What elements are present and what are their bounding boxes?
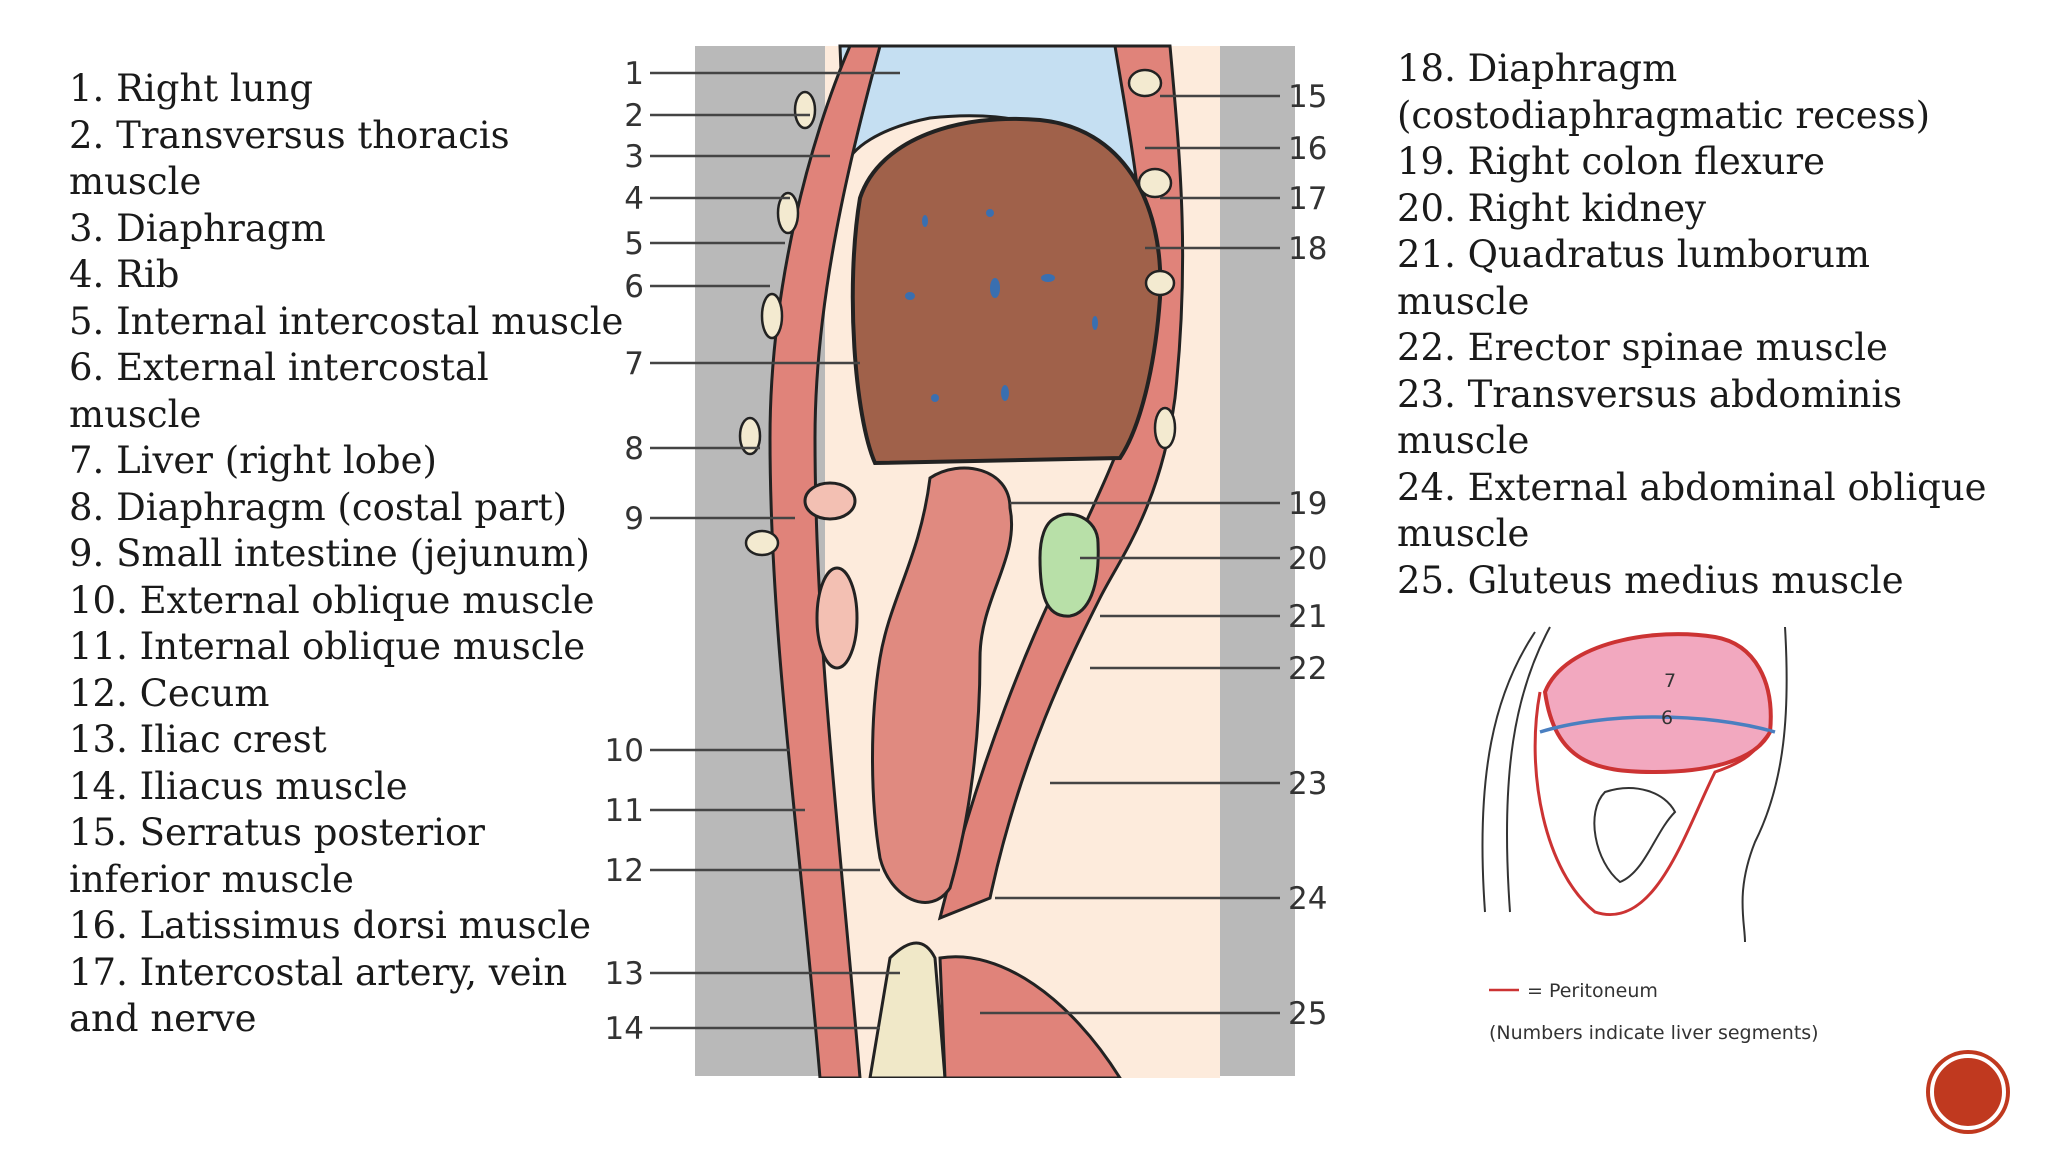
anterior-body-wall: [768, 44, 882, 1078]
legend-item: 1. Right lung: [69, 67, 314, 110]
figure-number: 8: [624, 431, 644, 467]
legend-item: 18. Diaphragm (costodiaphragmatic recess…: [1397, 47, 1931, 137]
inset-intestine: [1593, 787, 1677, 884]
inset-liver: [1542, 632, 1773, 775]
inset-segment-number: 7: [1664, 670, 1676, 692]
background-panel-right: [1220, 46, 1295, 1076]
figure-number: 17: [1288, 181, 1327, 217]
figure-number: 14: [605, 1011, 644, 1047]
liver-vessels: [905, 209, 1098, 402]
anatomy-figure: 1 2 3 4 5 6 7 8 9 10 11 12 13 14 15 16 1…: [605, 44, 1327, 1078]
legend-item: 8. Diaphragm (costal part): [69, 485, 568, 529]
figure-number: 11: [605, 793, 644, 829]
figure-number: 1: [624, 56, 644, 92]
figure-number: 4: [624, 181, 644, 217]
inset-body-outline: [1505, 626, 1551, 913]
legend-item: 24. External abdominal oblique muscle: [1397, 465, 1987, 556]
legend-item: 13. Iliac crest: [69, 718, 327, 761]
figure-number: 23: [1288, 766, 1327, 802]
legend-item: 6. External intercostal muscle: [69, 346, 489, 436]
inset-body-outline: [1481, 631, 1536, 913]
inset-body-outline: [1741, 626, 1788, 943]
figure-number: 18: [1288, 231, 1327, 267]
figure-number: 15: [1288, 79, 1327, 115]
kidney-shape: [1038, 512, 1100, 618]
inset-segment-divider: [1539, 715, 1776, 734]
figure-number: 3: [624, 139, 644, 175]
inset-note: (Numbers indicate liver segments): [1489, 1022, 1819, 1044]
legend-left: 1. Right lung 2. Transversus thoracis mu…: [69, 66, 629, 1043]
figure-number: 2: [624, 98, 644, 134]
figure-number: 19: [1288, 486, 1327, 522]
figure-number: 20: [1288, 541, 1327, 577]
legend-item: 7. Liver (right lobe): [69, 439, 437, 482]
legend-item: 5. Internal intercostal muscle: [69, 299, 624, 343]
next-slide-button[interactable]: [1930, 1054, 2006, 1130]
inset-peritoneum: [1533, 691, 1772, 916]
legend-item: 25. Gluteus medius muscle: [1397, 558, 1904, 602]
ribs: [738, 68, 1177, 557]
figure-number: 7: [624, 346, 644, 382]
legend-item: 16. Latissimus dorsi muscle: [69, 904, 591, 947]
legend-right: 18. Diaphragm (costodiaphragmatic recess…: [1397, 46, 1997, 604]
legend-item: 22. Erector spinae muscle: [1397, 326, 1888, 369]
legend-item: 2. Transversus thoracis muscle: [69, 113, 510, 204]
figure-number: 10: [605, 733, 644, 769]
inset-segment-number: 6: [1661, 707, 1673, 729]
leader-lines-left: [650, 71, 900, 1030]
small-intestine-loop: [815, 566, 859, 670]
legend-item: 15. Serratus posterior inferior muscle: [69, 811, 485, 901]
figure-number: 16: [1288, 131, 1327, 167]
legend-item: 23. Transversus abdominis muscle: [1397, 372, 1903, 463]
legend-item: 4. Rib: [69, 253, 180, 296]
figure-number: 24: [1288, 881, 1327, 917]
figure-number: 5: [624, 226, 644, 262]
legend-item: 10. External oblique muscle: [69, 578, 595, 622]
figure-number: 25: [1288, 996, 1327, 1032]
figure-number: 13: [605, 956, 644, 992]
inset-diagram: 7 6 = Peritoneum (Numbers indicate liver…: [1481, 626, 1819, 1044]
legend-item: 11. Internal oblique muscle: [69, 625, 586, 668]
colon-shape: [871, 466, 1013, 904]
legend-item: 3. Diaphragm: [69, 206, 326, 250]
legend-item: 21. Quadratus lumborum muscle: [1397, 233, 1871, 323]
legend-item: 17. Intercostal artery, vein and nerve: [69, 950, 568, 1041]
legend-item: 12. Cecum: [69, 671, 270, 715]
peritoneum-key-text: = Peritoneum: [1527, 980, 1658, 1002]
leader-lines-right: [980, 94, 1280, 1015]
legend-item: 20. Right kidney: [1397, 186, 1707, 230]
legend-item: 14. Iliacus muscle: [69, 764, 408, 808]
legend-item: 9. Small intestine (jejunum): [69, 532, 590, 575]
liver-shape: [850, 116, 1163, 466]
figure-number: 21: [1288, 599, 1327, 635]
iliac-crest-shape: [868, 941, 947, 1078]
figure-number: 22: [1288, 651, 1327, 687]
figure-numbers-right: 15 16 17 18 19 20 21 22 23 24 25: [1288, 79, 1327, 1032]
figure-number: 6: [624, 269, 644, 305]
legend-item: 19. Right colon flexure: [1397, 140, 1825, 183]
figure-number: 9: [624, 501, 644, 537]
figure-numbers-left: 1 2 3 4 5 6 7 8 9 10 11 12 13 14: [605, 56, 644, 1047]
small-intestine-loop: [803, 481, 857, 521]
gluteus-medius-shape: [938, 955, 1122, 1078]
figure-number: 12: [605, 853, 644, 889]
